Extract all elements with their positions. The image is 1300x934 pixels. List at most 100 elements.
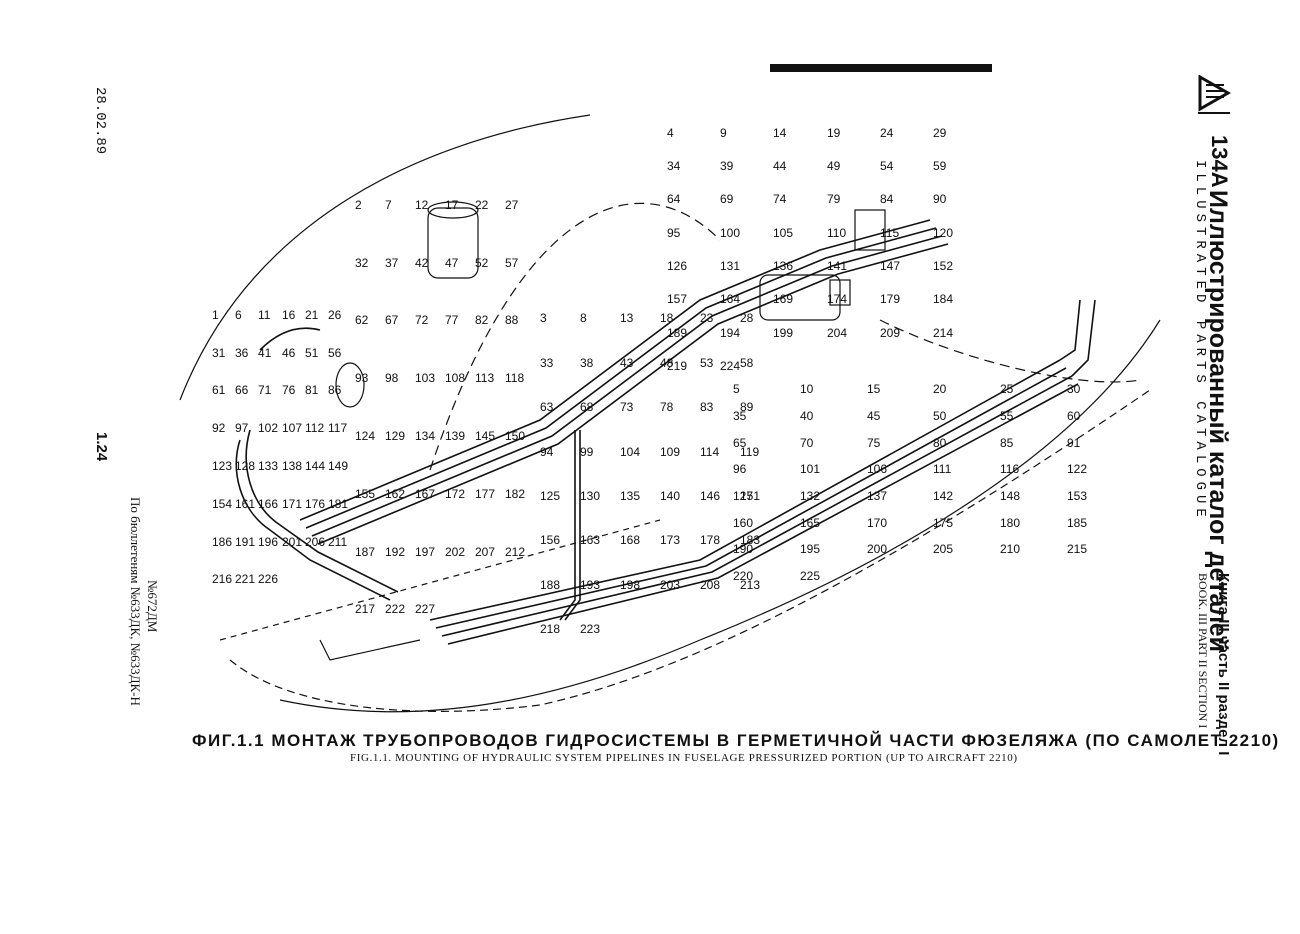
callout-201: 201: [282, 535, 302, 549]
callout-40: 40: [800, 409, 814, 423]
callout-139: 139: [445, 429, 465, 443]
callout-127: 127: [733, 489, 753, 503]
callout-217: 217: [355, 602, 375, 616]
callout-133: 133: [258, 459, 278, 473]
callout-25: 25: [1000, 382, 1014, 396]
callout-192: 192: [385, 545, 405, 559]
callout-71: 71: [258, 383, 272, 397]
callout-34: 34: [667, 159, 681, 173]
callout-19: 19: [827, 126, 841, 140]
callout-189: 189: [667, 326, 687, 340]
callout-183: 183: [740, 533, 760, 547]
callout-106: 106: [867, 462, 887, 476]
callout-112: 112: [305, 421, 324, 435]
callout-204: 204: [827, 326, 847, 340]
callout-171: 171: [282, 497, 302, 511]
callout-173: 173: [660, 533, 680, 547]
figure-caption-ru: ФИГ.1.1 МОНТАЖ ТРУБОПРОВОДОВ ГИДРОСИСТЕМ…: [192, 731, 1280, 750]
callout-102: 102: [258, 421, 278, 435]
callout-61: 61: [212, 383, 226, 397]
callout-135: 135: [620, 489, 640, 503]
callout-218: 218: [540, 622, 560, 636]
callout-22: 22: [475, 198, 489, 212]
callout-153: 153: [1067, 489, 1087, 503]
callout-215: 215: [1067, 542, 1087, 556]
callout-29: 29: [933, 126, 947, 140]
callout-216: 216: [212, 572, 232, 586]
callout-43: 43: [620, 356, 634, 370]
callout-27: 27: [505, 198, 519, 212]
callout-179: 179: [880, 292, 900, 306]
callout-9: 9: [720, 126, 727, 140]
callout-45: 45: [867, 409, 881, 423]
callout-92: 92: [212, 421, 226, 435]
callout-95: 95: [667, 226, 681, 240]
callout-188: 188: [540, 578, 560, 592]
callout-98: 98: [385, 371, 399, 385]
callout-163: 163: [580, 533, 600, 547]
callout-128: 128: [235, 459, 255, 473]
callout-202: 202: [445, 545, 465, 559]
callout-8: 8: [580, 311, 587, 325]
callout-166: 166: [258, 497, 278, 511]
callout-130: 130: [580, 489, 600, 503]
callout-207: 207: [475, 545, 495, 559]
callout-168: 168: [620, 533, 640, 547]
callout-145: 145: [475, 429, 495, 443]
callout-46: 46: [282, 346, 296, 360]
callout-208: 208: [700, 578, 720, 592]
callout-63: 63: [540, 400, 554, 414]
callout-119: 119: [740, 445, 759, 459]
callout-185: 185: [1067, 516, 1087, 530]
callout-23: 23: [700, 311, 714, 325]
callout-94: 94: [540, 445, 554, 459]
callout-67: 67: [385, 313, 399, 327]
callout-88: 88: [505, 313, 519, 327]
callout-38: 38: [580, 356, 594, 370]
callout-221: 221: [235, 572, 255, 586]
callout-59: 59: [933, 159, 947, 173]
callout-36: 36: [235, 346, 249, 360]
callout-104: 104: [620, 445, 640, 459]
callout-136: 136: [773, 259, 793, 273]
callout-82: 82: [475, 313, 489, 327]
callout-117: 117: [328, 421, 347, 435]
callout-174: 174: [827, 292, 847, 306]
callout-105: 105: [773, 226, 793, 240]
callout-152: 152: [933, 259, 953, 273]
callout-89: 89: [740, 400, 754, 414]
callout-120: 120: [933, 226, 953, 240]
callout-42: 42: [415, 256, 429, 270]
callout-165: 165: [800, 516, 820, 530]
callout-14: 14: [773, 126, 787, 140]
callout-182: 182: [505, 487, 525, 501]
callout-169: 169: [773, 292, 793, 306]
callout-70: 70: [800, 436, 814, 450]
callout-103: 103: [415, 371, 435, 385]
callout-4: 4: [667, 126, 674, 140]
callout-55: 55: [1000, 409, 1014, 423]
callout-114: 114: [700, 445, 719, 459]
callout-110: 110: [827, 226, 846, 240]
callout-126: 126: [667, 259, 687, 273]
callout-78: 78: [660, 400, 674, 414]
callout-186: 186: [212, 535, 232, 549]
callout-150: 150: [505, 429, 525, 443]
callout-68: 68: [580, 400, 594, 414]
callout-21: 21: [305, 308, 319, 322]
callout-148: 148: [1000, 489, 1020, 503]
callout-107: 107: [282, 421, 302, 435]
callout-196: 196: [258, 535, 278, 549]
callout-132: 132: [800, 489, 820, 503]
manufacturer-logo-icon: [1198, 75, 1232, 114]
callout-151: 151: [740, 489, 760, 503]
callout-77: 77: [445, 313, 459, 327]
callout-176: 176: [305, 497, 325, 511]
callout-39: 39: [720, 159, 734, 173]
callout-115: 115: [880, 226, 899, 240]
callout-138: 138: [282, 459, 302, 473]
callout-31: 31: [212, 346, 226, 360]
callout-194: 194: [720, 326, 740, 340]
